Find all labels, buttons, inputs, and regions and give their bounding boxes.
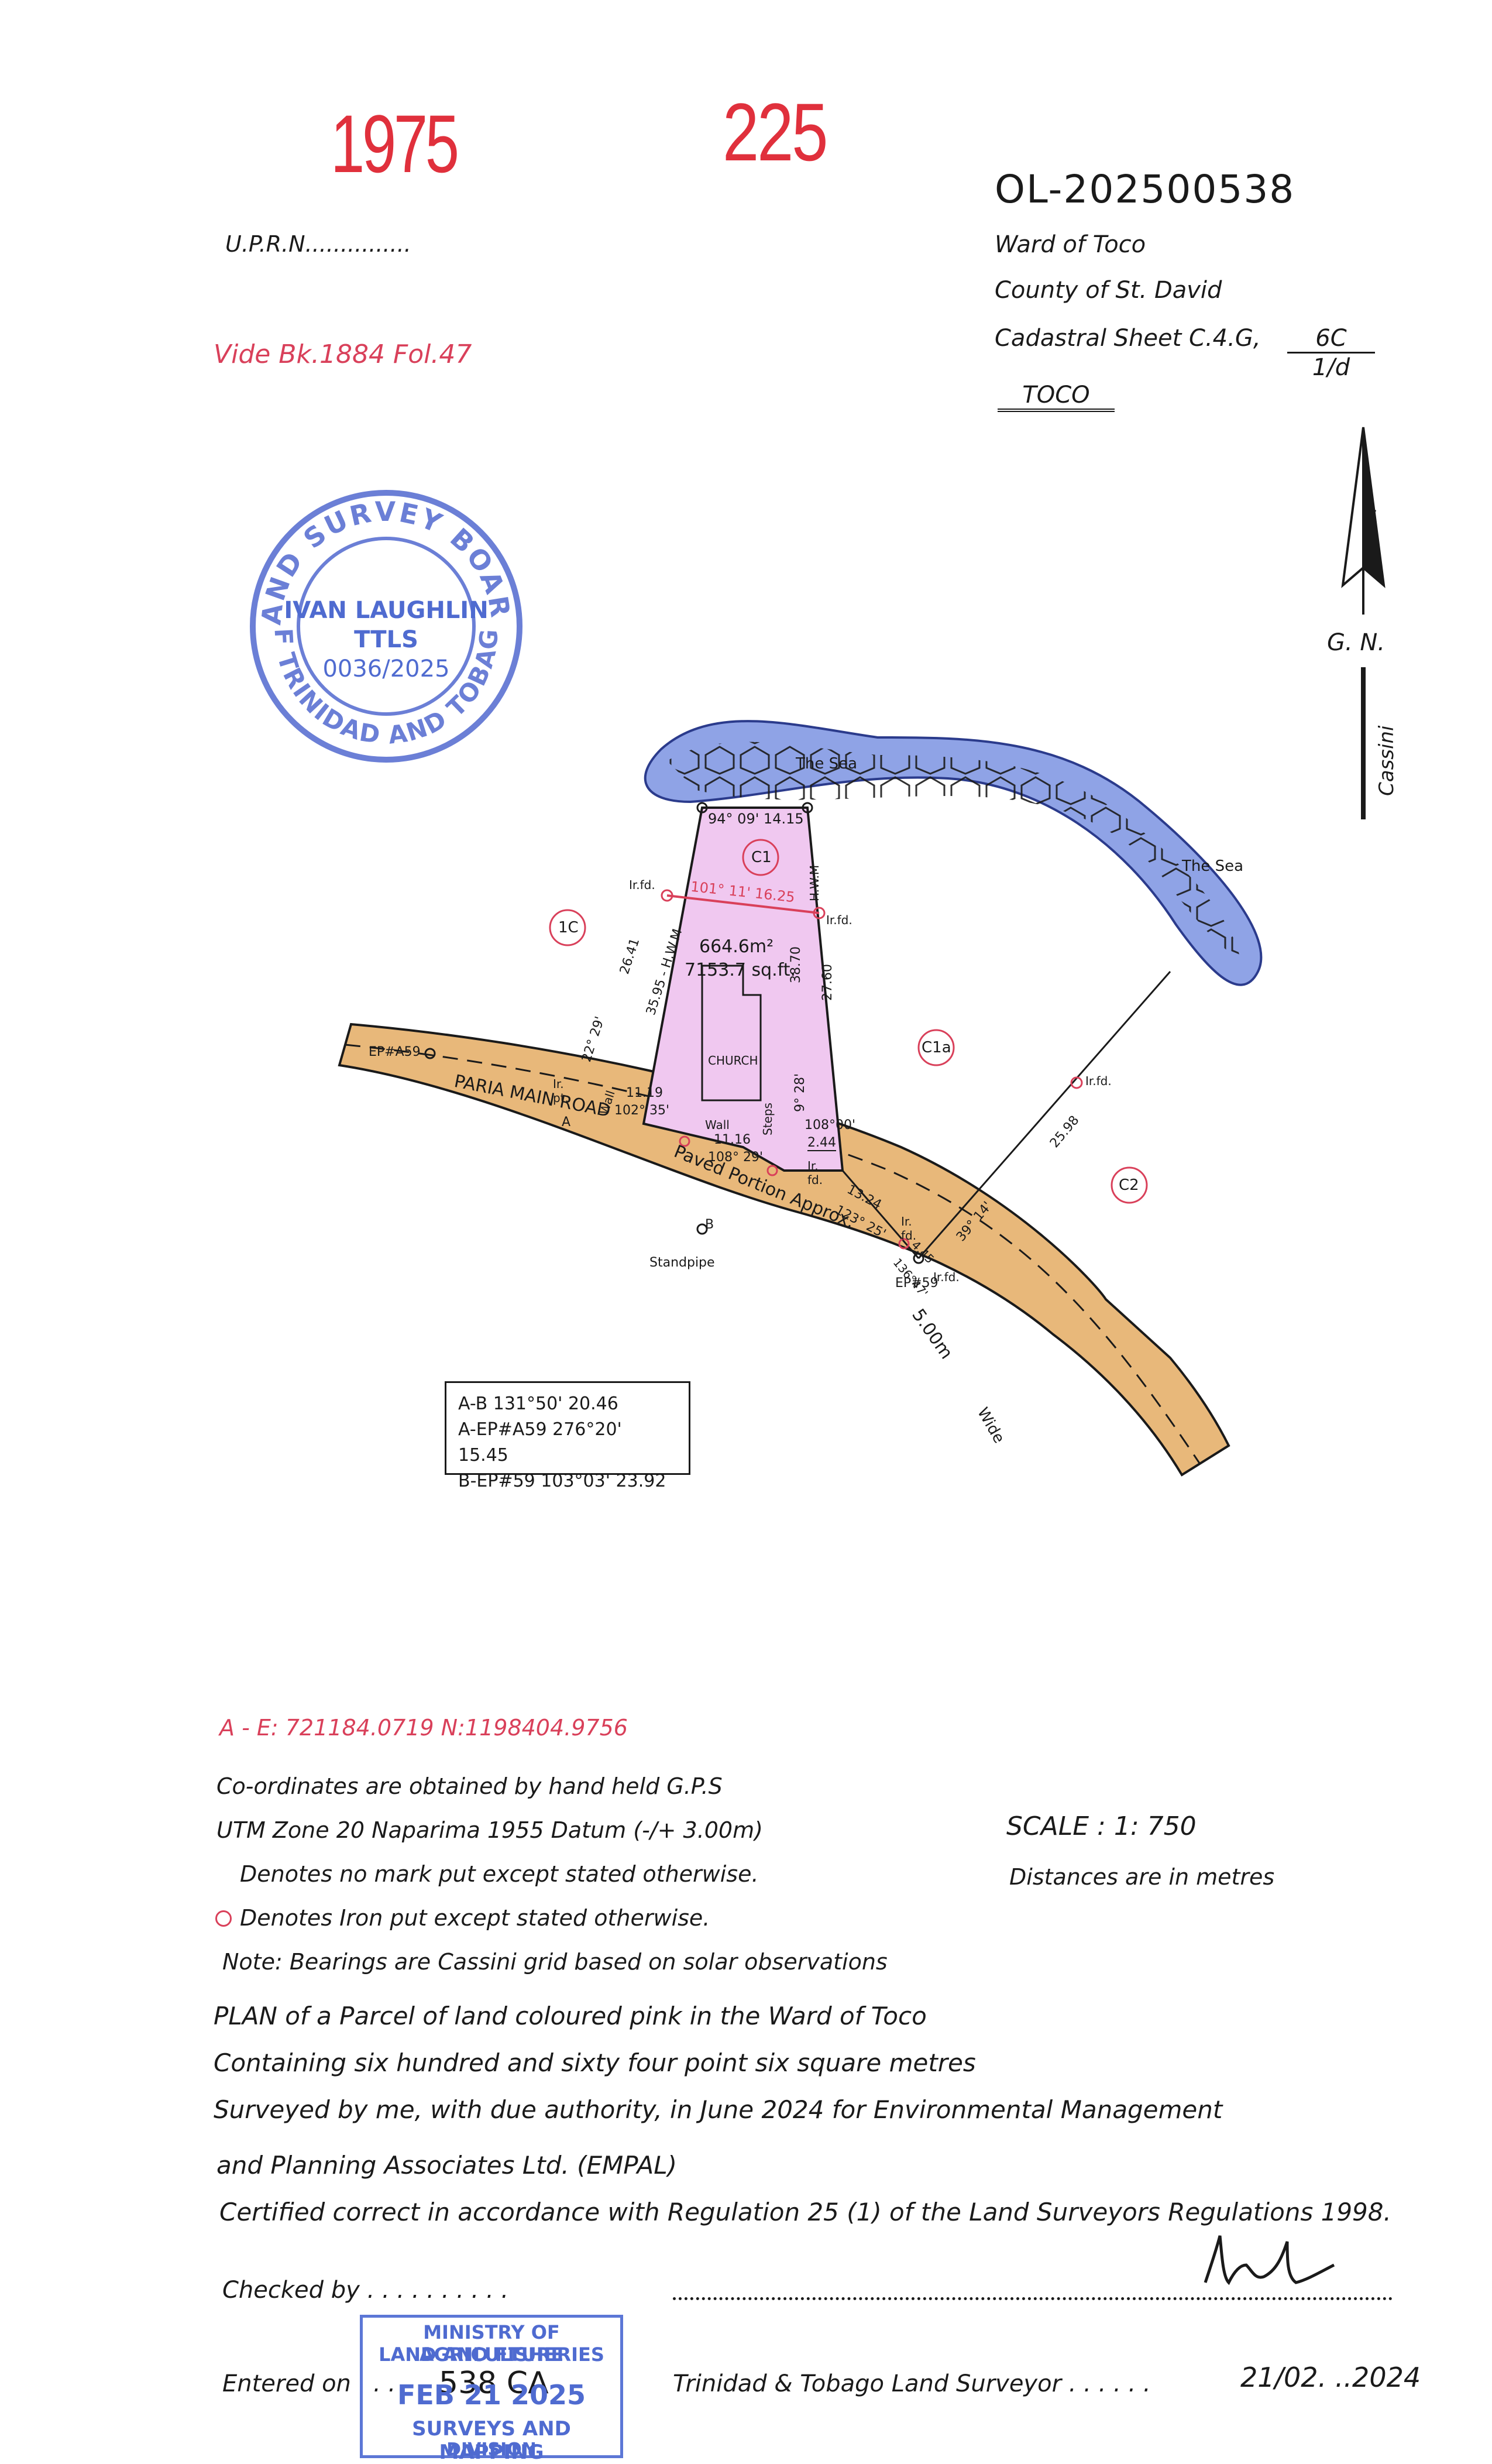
county-label: County of St. David — [995, 277, 1222, 304]
bearing-note: Note: Bearings are Cassini grid based on… — [222, 1949, 888, 1975]
parcel-c2-label: C2 — [1119, 1176, 1139, 1194]
point-a-label: A — [562, 1115, 571, 1130]
vide-reference: Vide Bk.1884 Fol.47 — [214, 339, 472, 369]
bottom-mid-dist: 11.16 — [714, 1133, 751, 1147]
point-b-label: B — [705, 1217, 714, 1232]
parcel-1c-label: 1C — [558, 919, 579, 936]
church-outline — [701, 965, 762, 1101]
irfd-label-6: Ir.fd. — [933, 1270, 960, 1284]
bottom-mid-bearing: 108° 29' — [708, 1150, 764, 1165]
no-mark-note: Denotes no mark put except stated otherw… — [240, 1861, 759, 1887]
survey-plan: The Sea The Sea C1 1C C1a C2 664.6m² 715… — [316, 714, 1311, 1533]
sea-label-2: The Sea — [1182, 857, 1244, 875]
entered-on: Entered on . . . — [222, 2370, 396, 2397]
ministry-line-4: DIVISION — [446, 2439, 537, 2460]
gps-coordinate: A - E: 721184.0719 N:1198404.9756 — [219, 1715, 628, 1741]
uprn-label: U.P.R.N............... — [225, 231, 411, 257]
north-arrow: S G. N. Cassini — [1311, 421, 1416, 819]
ministry-date: FEB 21 2025 — [397, 2379, 586, 2411]
plan-drawing — [338, 720, 1263, 1477]
steps-label: Steps — [761, 1103, 775, 1135]
ministry-line-1: MINISTRY OF AGRICULTURE — [419, 2321, 564, 2366]
wall-bottom-label: Wall — [705, 1118, 730, 1132]
stamp-seal-icon: LAND SURVEY BOARD OF TRINIDAD AND TOBAGO — [233, 461, 522, 763]
surveyor-title: Trinidad & Tobago Land Surveyor . . . . … — [673, 2370, 1151, 2397]
signature-icon — [1204, 2235, 1335, 2285]
checked-by: Checked by . . . . . . . . . . — [222, 2277, 509, 2304]
irpt-label: Ir. pt. — [553, 1077, 569, 1105]
surveyor-signature — [1199, 2230, 1340, 2294]
grid-north-label: G. N. — [1327, 629, 1386, 656]
legend-line-3: B-EP#59 103°03' 23.92 — [458, 1471, 666, 1491]
place-name: TOCO — [998, 382, 1115, 412]
legend-line-2: A-EP#A59 276°20' 15.45 — [458, 1419, 622, 1466]
north-arrow-icon — [1341, 427, 1386, 819]
signature-date: 21/02. ..2024 — [1240, 2362, 1421, 2393]
area-sqft: 7153.7 sq.ft. — [685, 960, 796, 980]
area-m2: 664.6m² — [699, 936, 774, 957]
cadastral-bottom: 1/d — [1312, 354, 1350, 381]
utm-note: UTM Zone 20 Naparima 1955 Datum (-/+ 3.0… — [216, 1817, 763, 1843]
scale-label: SCALE : 1: 750 — [1006, 1811, 1197, 1841]
cassini-label: Cassini — [1375, 725, 1398, 796]
land-survey-board-stamp: LAND SURVEY BOARD OF TRINIDAD AND TOBAGO… — [233, 461, 527, 767]
irfd-label-5: Ir. fd. — [901, 1214, 917, 1243]
cert-line-3: Surveyed by me, with due authority, in J… — [214, 2095, 1223, 2124]
cert-line-2: Containing six hundred and sixty four po… — [214, 2048, 976, 2077]
stamp-name: IVAN LAUGHLIN — [284, 597, 489, 624]
ministry-handwritten: 538 CA — [439, 2366, 549, 2401]
parcel-c1-label: C1 — [751, 849, 772, 866]
legend-line-1: A-B 131°50' 20.46 — [458, 1394, 618, 1414]
ol-number: OL-202500538 — [995, 167, 1295, 212]
top-bearing: 94° 09' 14.15 — [708, 811, 804, 827]
stamp-number: 0036/2025 — [322, 656, 450, 682]
ep-59-label: EP#59 — [895, 1276, 938, 1291]
page-number: 225 — [723, 86, 828, 178]
right-dist: 2.44 — [807, 1135, 836, 1151]
iron-circle-icon — [215, 1910, 232, 1927]
cadastral-label: Cadastral Sheet C.4.G, — [995, 325, 1261, 352]
parcel-c1a-label: C1a — [922, 1039, 951, 1056]
right-angle: 9° 28' — [793, 1073, 807, 1112]
ward-label: Ward of Toco — [995, 231, 1146, 258]
right-dim-2: 38.70 — [789, 946, 803, 983]
right-dim-3: 27.60 — [820, 964, 835, 1001]
irfd-label-4: Ir. fd. — [807, 1159, 823, 1187]
irfd-label-3: Ir.fd. — [1085, 1074, 1112, 1088]
bottom-left-bearing: 102° 35' — [614, 1103, 670, 1118]
ep-a59-label: EP#A59 — [369, 1045, 421, 1059]
gps-note: Co-ordinates are obtained by hand held G… — [216, 1773, 723, 1799]
checked-dotted-line — [673, 2297, 1393, 2300]
right-dim-1: H.W.M — [807, 864, 821, 901]
iron-note: Denotes Iron put except stated otherwise… — [240, 1905, 710, 1931]
cert-line-4: and Planning Associates Ltd. (EMPAL) — [216, 2151, 678, 2180]
north-s-label: S — [1366, 506, 1377, 526]
ministry-stamp: MINISTRY OF AGRICULTURE LAND AND FISHERI… — [360, 2315, 623, 2464]
sea-label-1: The Sea — [796, 755, 858, 773]
distances-note: Distances are in metres — [1009, 1864, 1275, 1890]
bottom-left-dist: 11.19 — [626, 1086, 663, 1100]
standpipe-label: Standpipe — [649, 1255, 715, 1270]
irfd-label-1: Ir.fd. — [629, 878, 655, 892]
church-label: CHURCH — [708, 1053, 758, 1068]
stamp-title: TTLS — [354, 626, 418, 653]
bearing-legend: A-B 131°50' 20.46 A-EP#A59 276°20' 15.45… — [445, 1381, 690, 1491]
cert-line-1: PLAN of a Parcel of land coloured pink i… — [214, 2002, 927, 2030]
right-bearing: 108°00' — [805, 1118, 856, 1133]
irfd-label-2: Ir.fd. — [826, 913, 852, 927]
year-number: 1975 — [331, 98, 459, 190]
ministry-line-2: LAND AND FISHERIES — [379, 2343, 604, 2366]
cert-line-5: Certified correct in accordance with Reg… — [219, 2198, 1391, 2226]
cadastral-top: 6C — [1287, 325, 1375, 354]
